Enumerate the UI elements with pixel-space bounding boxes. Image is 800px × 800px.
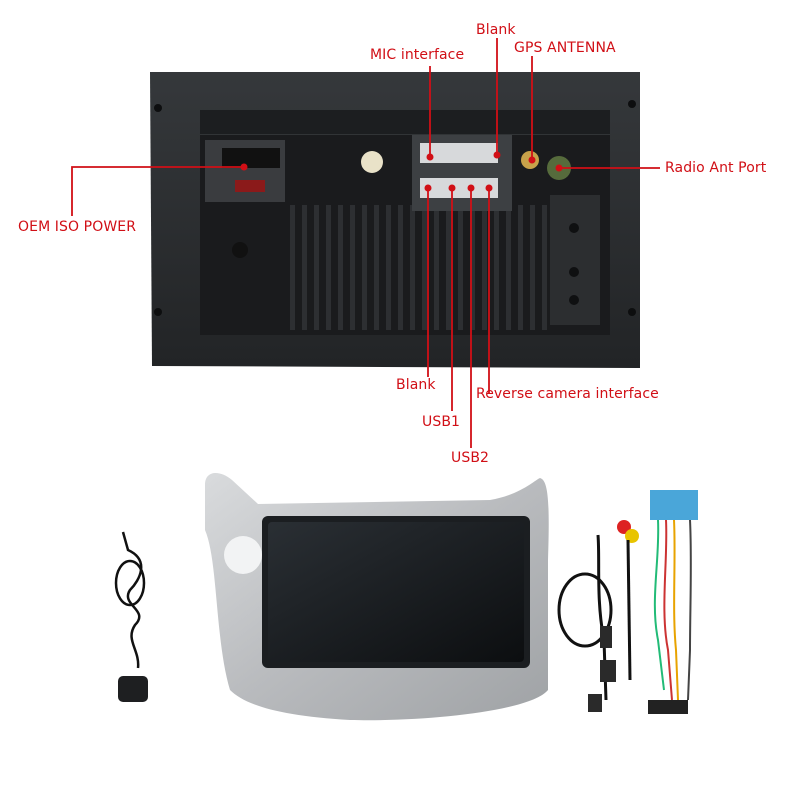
heatsink-fin [374,205,379,330]
heatsink-fin [482,205,487,330]
heatsink-fin [530,205,535,330]
heatsink-fin [314,205,319,330]
heatsink-fin [338,205,343,330]
heatsink-fin [458,205,463,330]
heatsink-fin [362,205,367,330]
callout-oem-iso-power: OEM ISO POWER [18,219,137,235]
callout-usb2: USB2 [451,450,490,466]
heatsink-fin [542,205,547,330]
heatsink-fin [398,205,403,330]
heatsink-fin [302,205,307,330]
heatsink-fin [350,205,355,330]
head-unit-rear [150,72,640,368]
callout-mic-interface: MIC interface [370,47,465,63]
wiring-harness [617,490,698,714]
heatsink-fin [518,205,523,330]
callout-radio-ant-port: Radio Ant Port [665,160,767,176]
callout-leaders [71,38,660,448]
heatsink-fin [434,205,439,330]
heatsink-fin [386,205,391,330]
gps-antenna-cable [114,531,148,702]
heatsink-fin [326,205,331,330]
callout-reverse-camera-interface: Reverse camera interface [476,386,659,402]
callout-usb1: USB1 [422,414,461,430]
callout-blank-top: Blank [476,22,516,38]
callout-gps-antenna: GPS ANTENNA [514,40,616,56]
heatsink-fin [410,205,415,330]
heatsink-fin [470,205,475,330]
heatsink-fin [422,205,427,330]
heatsink-fin [494,205,499,330]
heatsink-fin [290,205,295,330]
usb-cable [557,534,616,712]
callout-blank-bottom: Blank [396,377,436,393]
heatsink-fin [506,205,511,330]
heatsink-fin [446,205,451,330]
callout-dots [240,151,563,192]
head-unit-front [205,473,549,721]
